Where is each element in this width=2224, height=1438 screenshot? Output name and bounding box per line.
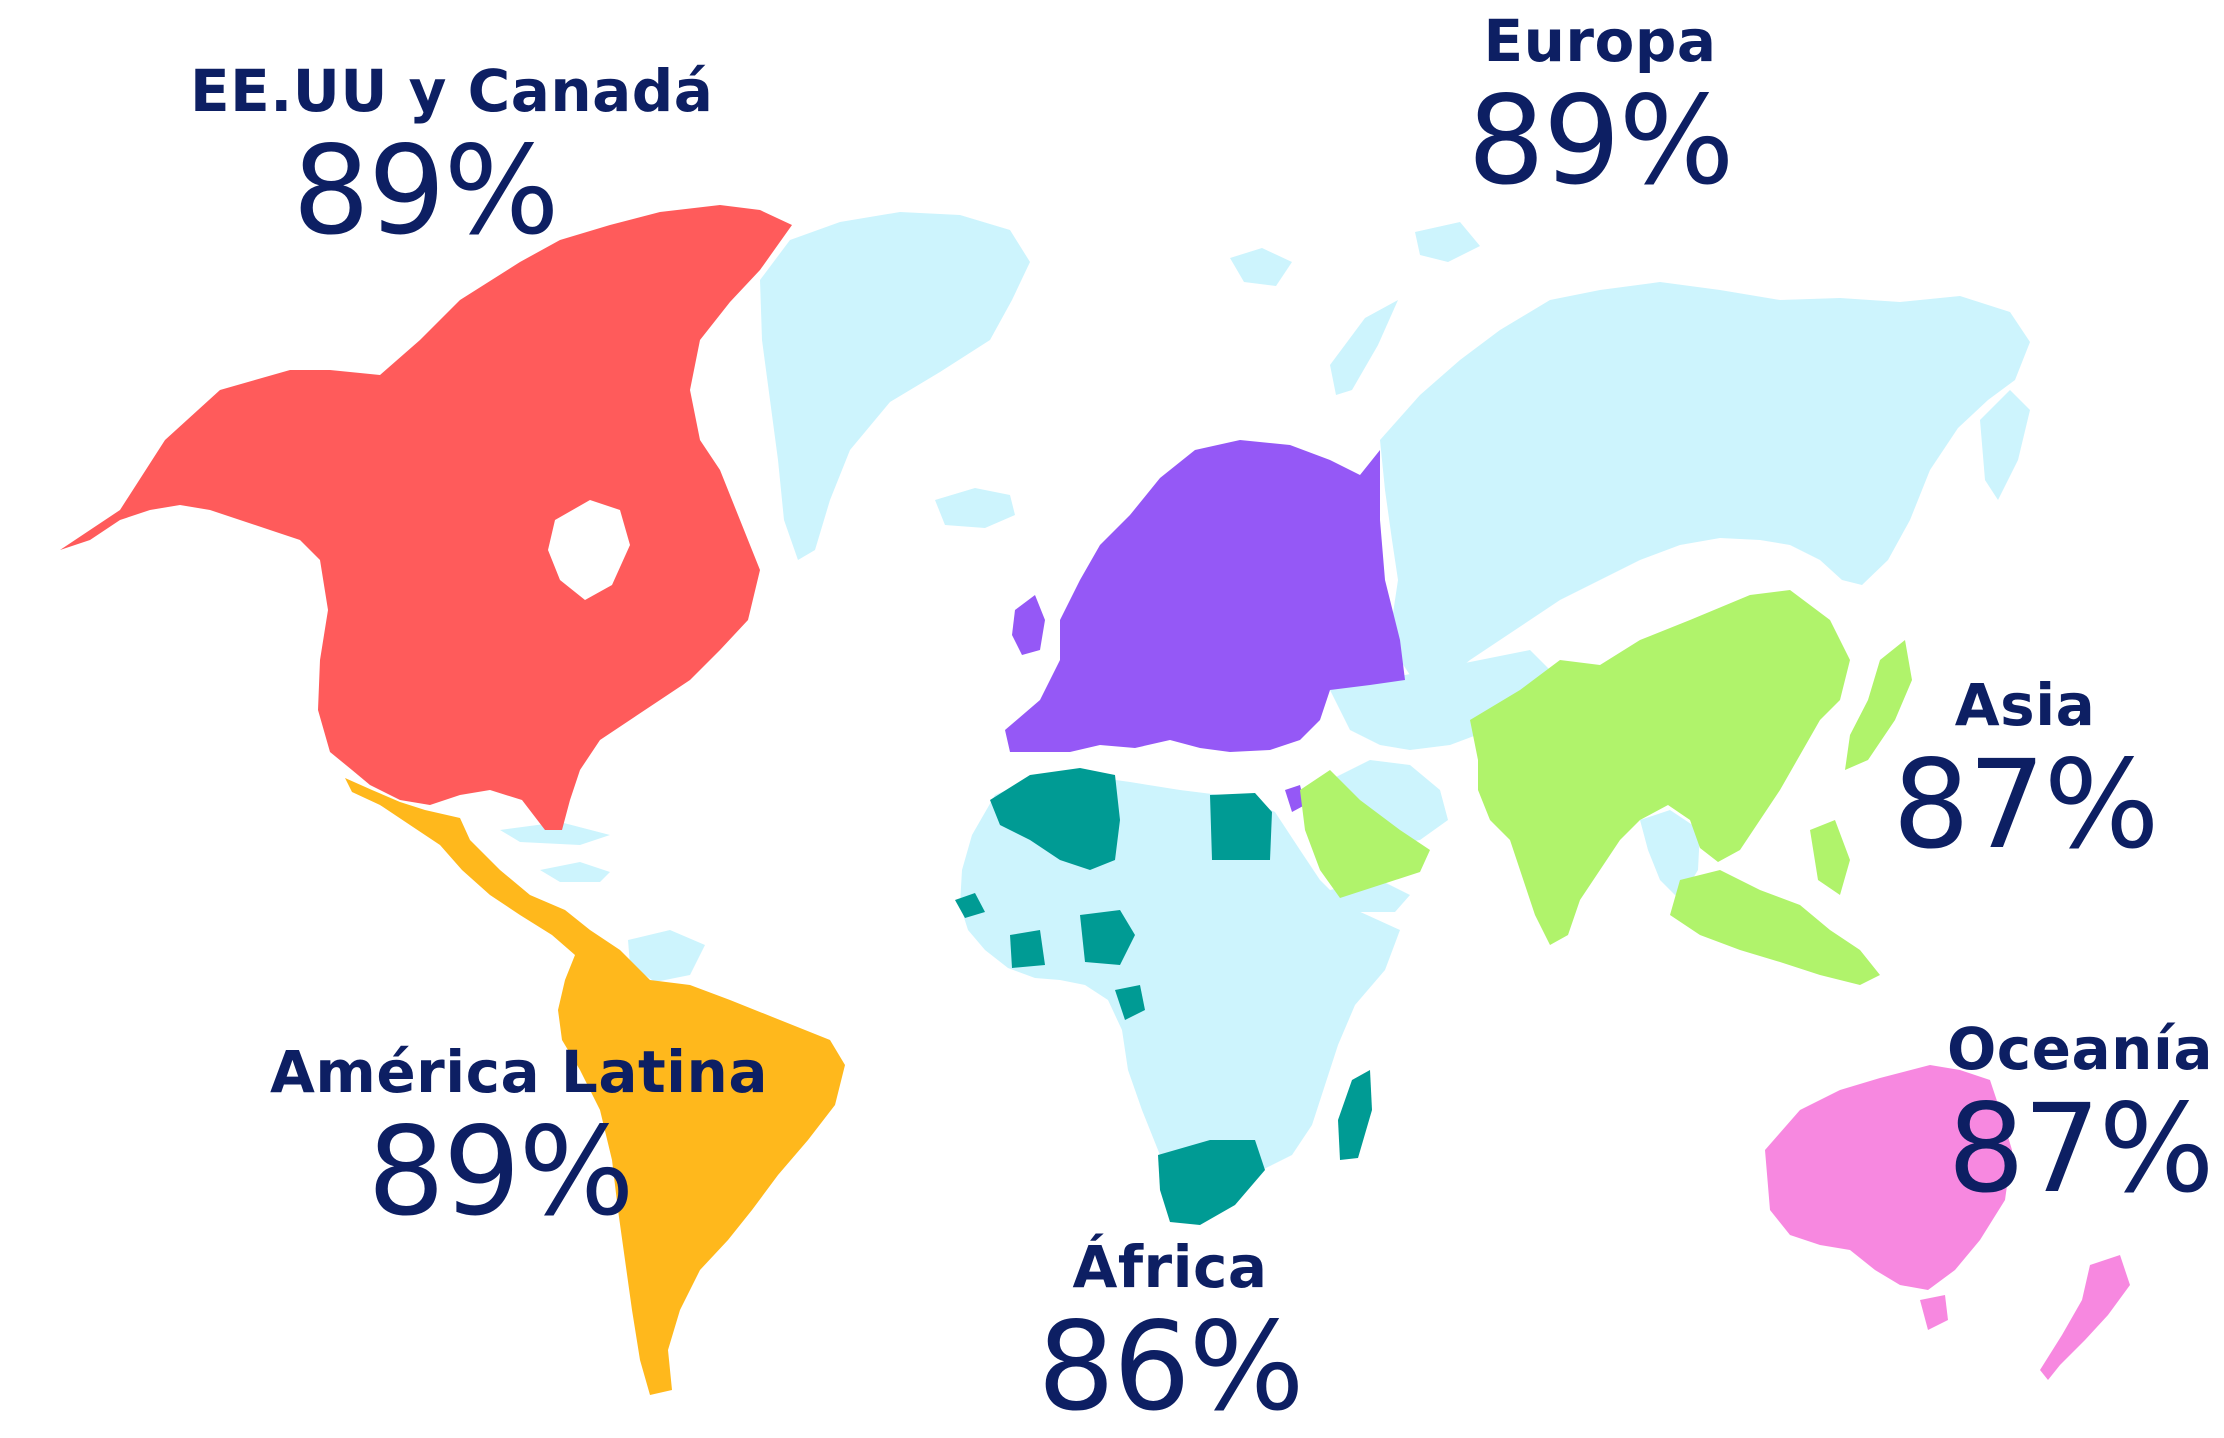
madagascar-shape bbox=[1338, 1070, 1372, 1160]
latin-america-shape bbox=[345, 778, 845, 1395]
region-percent-latin-america: 89% bbox=[367, 1101, 634, 1243]
region-label-asia: Asia 87% bbox=[1890, 676, 2160, 866]
region-name-latin-america: América Latina bbox=[270, 1038, 768, 1106]
region-label-africa: África 86% bbox=[1030, 1238, 1310, 1428]
cuba-shape bbox=[500, 822, 610, 845]
tasmania-shape bbox=[1920, 1295, 1948, 1330]
japan-shape bbox=[1845, 640, 1912, 770]
arabia-shape bbox=[1300, 770, 1430, 898]
egypt-shape bbox=[1210, 793, 1272, 860]
australia-shape bbox=[1765, 1065, 2012, 1290]
levant-shape bbox=[1285, 785, 1305, 812]
region-percent-north-america: 89% bbox=[292, 120, 559, 262]
china-india-shape bbox=[1470, 590, 1850, 945]
region-percent-asia: 87% bbox=[1892, 734, 2159, 876]
gabon-shape bbox=[1115, 985, 1145, 1020]
novaya-zemlya-shape bbox=[1330, 300, 1398, 395]
region-label-latin-america: América Latina 89% bbox=[270, 1038, 768, 1243]
new-zealand-shape bbox=[2040, 1255, 2130, 1380]
region-percent-europe: 89% bbox=[1467, 70, 1734, 212]
arctic-islands-shape bbox=[1415, 222, 1480, 262]
region-percent-oceania: 87% bbox=[1947, 1078, 2214, 1220]
indochina-light-shape bbox=[1640, 810, 1700, 900]
nigeria-shape bbox=[1080, 910, 1135, 965]
kamchatka-shape bbox=[1980, 390, 2030, 500]
svalbard-shape bbox=[1230, 248, 1292, 286]
africa-shape bbox=[960, 775, 1400, 1198]
uk-shape bbox=[1012, 595, 1045, 655]
europe-shape bbox=[1005, 440, 1405, 752]
ghana-shape bbox=[1010, 930, 1045, 968]
region-label-europe: Europa 89% bbox=[1440, 12, 1760, 202]
philippines-shape bbox=[1810, 820, 1850, 895]
southeast-asia-shape bbox=[1670, 870, 1880, 985]
south-africa-shape bbox=[1158, 1140, 1265, 1225]
region-name-europe: Europa bbox=[1483, 7, 1717, 75]
region-name-north-america: EE.UU y Canadá bbox=[190, 57, 714, 125]
region-label-oceania: Oceanía 87% bbox=[1945, 1020, 2215, 1210]
venezuela-light-shape bbox=[628, 930, 705, 982]
greenland-shape bbox=[760, 212, 1030, 560]
region-percent-africa: 86% bbox=[1037, 1296, 1304, 1438]
region-name-africa: África bbox=[1072, 1233, 1268, 1301]
central-asia-shape bbox=[1330, 650, 1560, 750]
hudson-bay-shape bbox=[548, 500, 630, 600]
west-africa-shape bbox=[955, 893, 985, 918]
caribbean-shape bbox=[540, 862, 610, 882]
north-america-shape bbox=[60, 205, 792, 830]
iceland-shape bbox=[935, 488, 1015, 528]
region-name-oceania: Oceanía bbox=[1947, 1015, 2213, 1083]
russia-shape bbox=[1380, 282, 2030, 690]
region-label-north-america: EE.UU y Canadá 89% bbox=[190, 57, 714, 262]
north-africa-shape bbox=[990, 768, 1120, 870]
region-name-asia: Asia bbox=[1954, 671, 2096, 739]
